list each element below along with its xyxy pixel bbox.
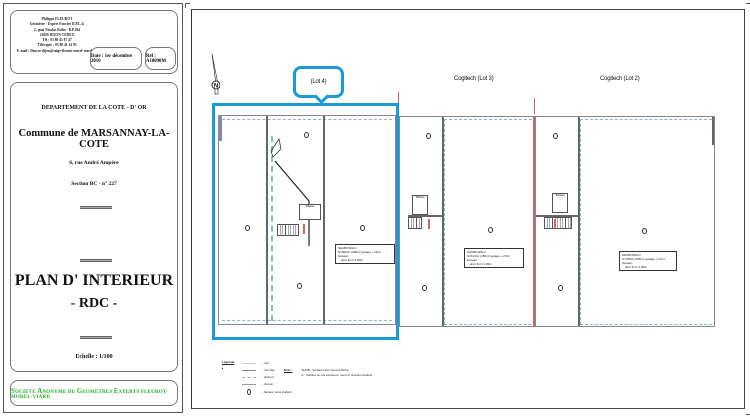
stair-marker — [428, 219, 430, 229]
lot-4-area-box: SHOB=602m² S=600m² (300m² garage + 21m² … — [335, 244, 395, 264]
author-name: Philippe FLEUROT — [41, 17, 73, 21]
wall-segment — [219, 116, 222, 141]
divider — [80, 206, 112, 209]
author-title: Géomètre - Expert Foncier D.P.L.G — [29, 22, 85, 27]
crop-mark — [746, 410, 750, 415]
reference-box: Réf : A10090M — [145, 47, 176, 70]
title-block: Philippe FLEUROT Géomètre - Expert Fonci… — [3, 3, 183, 413]
note-line: SHOB : Surface Hors Oeuvre Brute — [301, 368, 349, 372]
notes: Note : SHOB : Surface Hors Oeuvre Brute … — [284, 368, 372, 377]
lot-4-label: (Lot 4) — [310, 79, 327, 85]
lot-3-area-box: SHOB=420m² S=413m² (186m² garage + 27m² … — [464, 248, 524, 268]
crop-mark — [746, 3, 750, 8]
divider — [80, 336, 112, 339]
ceiling-height-marker-icon — [488, 227, 493, 233]
ceiling-line — [222, 119, 392, 321]
ceiling-height-symbol-icon — [247, 389, 251, 395]
interior-wall — [266, 116, 268, 324]
crop-mark — [185, 3, 190, 8]
ceiling-height-marker-icon — [426, 133, 431, 139]
legend-title: Légende : — [222, 360, 235, 368]
lot-2-area-box: SHOB=801m² S=789m² (500m² garage + 27m² … — [619, 251, 677, 271]
floor-level: - RDC - — [70, 296, 118, 311]
toilets-room: Toilettes — [412, 195, 428, 215]
address: 6, rue André Ampère — [69, 160, 119, 166]
wall-swatch — [242, 362, 256, 364]
toilets-room: Toilettes — [299, 204, 321, 220]
lot-4-highlight[interactable] — [212, 103, 399, 340]
toilets-room: Toilettes — [552, 193, 568, 213]
scale: Echelle : 1/100 — [75, 354, 113, 360]
legend-item: - plafond — [242, 375, 274, 379]
legend-item: - mur bas — [242, 368, 275, 372]
date-box: Date : 1er décembre 2010 — [90, 47, 142, 70]
author-phone: Tél : 03 80 41 87 47 — [42, 38, 72, 43]
plan-title: PLAN D' INTERIEUR — [14, 272, 174, 289]
company-box: SOCIETE ANONYME DE GEOMETRES EXPERTS FLE… — [10, 380, 178, 406]
legend-item: - hauteur sous plafond — [242, 389, 292, 395]
svg-text:N: N — [214, 84, 218, 90]
lot-3-unit: Toilettes SHOB=420m² S=413m² (186m² gara… — [399, 116, 534, 327]
ceiling-swatch — [242, 376, 256, 378]
ceiling-height-marker-icon — [360, 225, 365, 231]
department: DEPARTEMENT DE LA COTE - D' OR — [41, 105, 147, 111]
interior-wall — [578, 117, 580, 326]
ceiling-height-marker-icon — [422, 285, 427, 291]
staircase — [544, 217, 572, 229]
lot-2-unit: Toilettes SHOB=801m² S=789m² (500m² gara… — [535, 116, 715, 327]
divider — [80, 259, 112, 262]
separation-marker — [534, 98, 535, 114]
legend-item: - cloison — [242, 382, 273, 386]
lot-4-unit: Toilettes SHOB=602m² S=600m² (300m² gara… — [218, 115, 396, 325]
company-name: SOCIETE ANONYME DE GEOMETRES EXPERTS FLE… — [11, 386, 168, 400]
ceiling-height-marker-icon — [245, 225, 250, 231]
notes-title: Note : — [284, 368, 293, 372]
interior-wall — [536, 215, 578, 217]
floor-plan-sheet: N (Lot 4) Cogitech (Lot 3) Cogitech (Lot… — [185, 3, 750, 415]
note-line: S : Surface au sol intérieure, murs et c… — [301, 372, 373, 377]
ceiling-height-marker-icon — [558, 285, 563, 291]
interior-wall — [408, 215, 444, 217]
ceiling-height-marker-icon — [553, 133, 558, 139]
lot-3-label: Cogitech (Lot 3) — [454, 76, 494, 82]
author-address: 2, quai Nicolas Rolin - B.P.204 — [33, 27, 81, 32]
author-fax: Télécopie : 03 80 41 14 93 — [37, 43, 77, 48]
ceiling-line — [271, 136, 273, 321]
ceiling-height-marker-icon — [642, 228, 647, 234]
separation-marker — [398, 92, 399, 106]
legend-item: - mur — [242, 361, 269, 365]
staircase — [277, 224, 299, 236]
plan-info-box: DEPARTEMENT DE LA COTE - D' OR Commune d… — [10, 82, 178, 372]
interior-wall — [323, 116, 325, 324]
stair-marker — [554, 219, 556, 229]
author-city: 21009 DIJON CEDEX — [39, 32, 75, 37]
stair-marker — [303, 224, 305, 234]
lot-separation-wall — [533, 116, 535, 327]
interior-wall — [442, 117, 444, 326]
author-info: Philippe FLEUROT Géomètre - Expert Fonci… — [17, 17, 100, 54]
ceiling-line — [580, 119, 712, 325]
ceiling-height-marker-icon — [304, 132, 309, 138]
lot-4-callout[interactable]: (Lot 4) — [293, 66, 344, 98]
commune: Commune de MARSANNAY-LA-COTE — [18, 128, 170, 150]
north-arrow-icon: N — [211, 54, 220, 95]
wall-segment — [712, 117, 714, 145]
partition-swatch — [242, 383, 256, 385]
author-email: E-mail : fleurot-dijon@saige-fleurot-mor… — [17, 48, 100, 53]
ceiling-line — [444, 119, 532, 325]
cadastral-section: Section BC - n° 227 — [71, 181, 117, 187]
low-wall-swatch — [242, 369, 256, 371]
ceiling-height-marker-icon — [297, 283, 302, 289]
lot-2-label: Cogitech (Lot 2) — [600, 76, 640, 82]
staircase — [408, 217, 422, 229]
